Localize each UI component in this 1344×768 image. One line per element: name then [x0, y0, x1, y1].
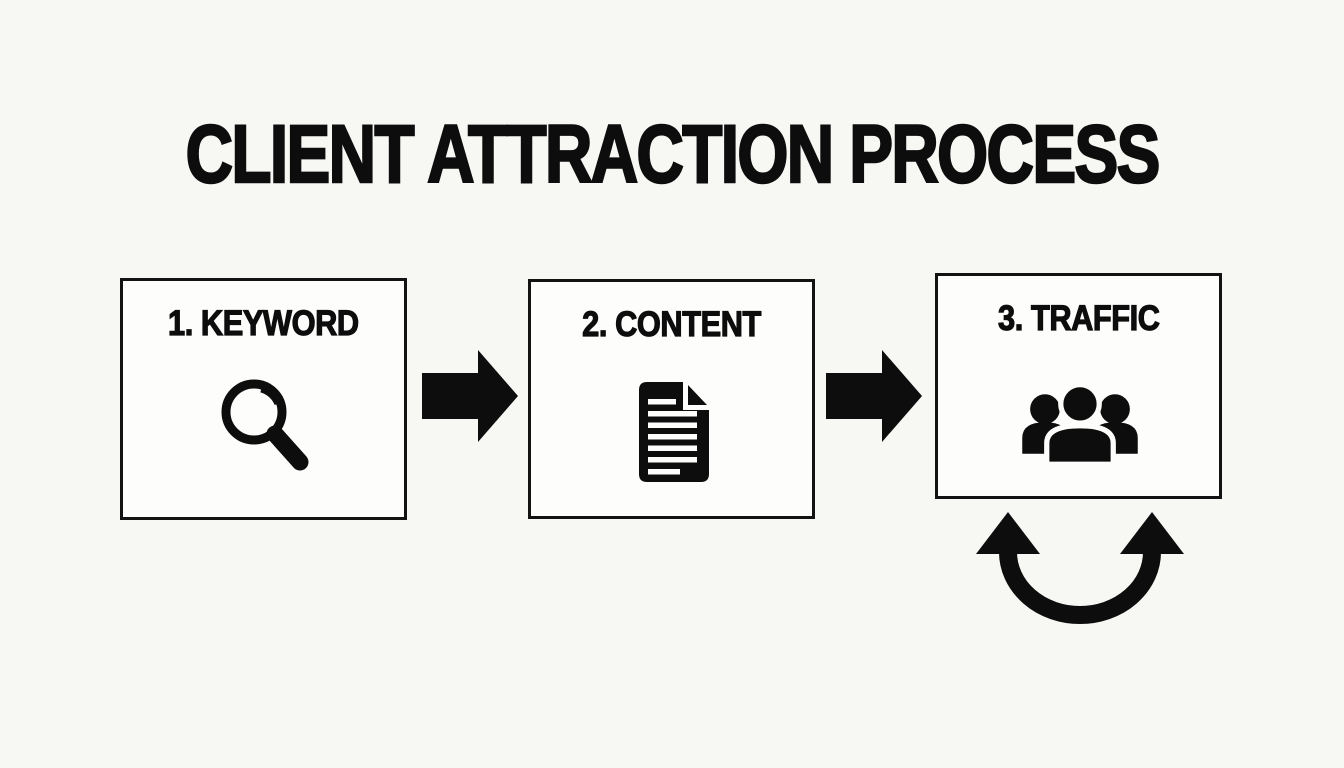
- diagram-title-text: CLIENT ATTRACTION PROCESS: [184, 109, 1161, 200]
- step-label-content-text: 2. CONTENT: [582, 305, 762, 344]
- flow-arrow-right-icon: [422, 350, 518, 442]
- people-group-icon: [1022, 382, 1138, 467]
- step-box-content: 2. CONTENT: [528, 279, 815, 519]
- search-magnifier-icon: [221, 379, 309, 471]
- flow-arrow-right-icon: [826, 350, 922, 442]
- document-icon: [639, 382, 709, 482]
- step-label-keyword-text: 1. KEYWORD: [168, 304, 360, 343]
- step-label-traffic: 3. TRAFFIC: [938, 299, 1219, 338]
- step-label-content: 2. CONTENT: [531, 305, 812, 344]
- step-box-traffic: 3. TRAFFIC: [935, 273, 1222, 499]
- step-box-keyword: 1. KEYWORD: [120, 278, 407, 520]
- step-label-keyword: 1. KEYWORD: [123, 304, 404, 343]
- loop-arrow-icon: [976, 512, 1184, 624]
- diagram-title: CLIENT ATTRACTION PROCESS: [0, 109, 1344, 200]
- step-label-traffic-text: 3. TRAFFIC: [997, 299, 1160, 338]
